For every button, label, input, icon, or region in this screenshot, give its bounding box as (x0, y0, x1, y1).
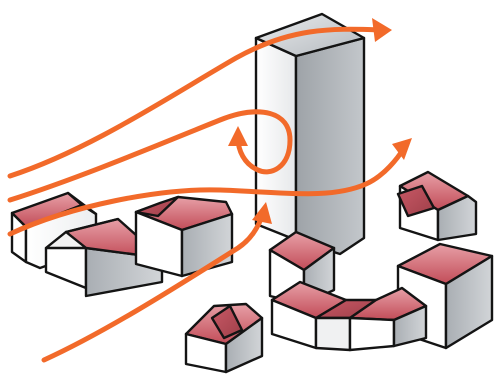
house-right-upper (398, 172, 476, 240)
row-houses (272, 282, 426, 350)
house-front-bottom (186, 304, 262, 372)
wind-arrowhead-loop (228, 126, 248, 146)
wind-stream-second (10, 112, 290, 200)
wind-arrowhead-top (372, 18, 392, 42)
house-middle (136, 197, 232, 276)
skyscraper-tower (256, 14, 364, 254)
